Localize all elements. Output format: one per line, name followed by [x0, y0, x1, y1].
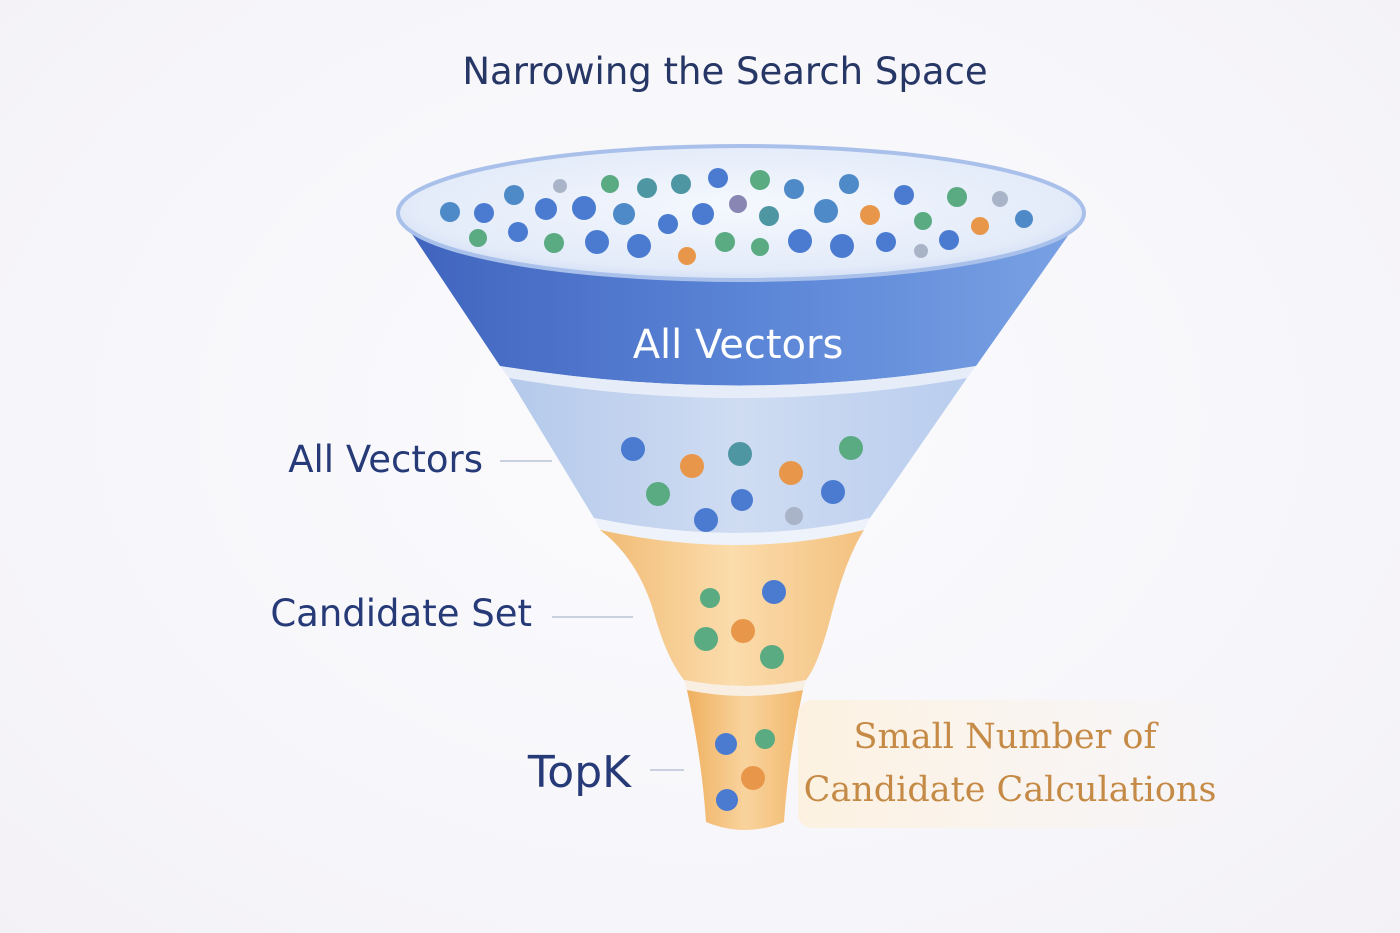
vector-dot [839, 436, 863, 460]
vector-dot [860, 205, 880, 225]
funnel-candidate-band [600, 530, 864, 686]
vector-dot [637, 178, 657, 198]
vector-dot [729, 195, 747, 213]
vector-dot [839, 174, 859, 194]
vector-dot [621, 437, 645, 461]
vector-dot [585, 230, 609, 254]
vector-dot [894, 185, 914, 205]
vector-dot [760, 645, 784, 669]
vector-dots-all [440, 168, 1033, 265]
vector-dot [700, 588, 720, 608]
vector-dot [692, 203, 714, 225]
vector-dot [755, 729, 775, 749]
vector-dot [627, 234, 651, 258]
vector-dot [814, 199, 838, 223]
vector-dot [971, 217, 989, 235]
vector-dot [1015, 210, 1033, 228]
vector-dot [741, 766, 765, 790]
vector-dot [553, 179, 567, 193]
vector-dot [474, 203, 494, 223]
funnel-separator [594, 518, 870, 545]
vector-dot [646, 482, 670, 506]
vector-dot [469, 229, 487, 247]
vector-dot [914, 212, 932, 230]
vector-dots-middle [621, 436, 863, 532]
vector-dot [914, 244, 928, 258]
funnel-rim [396, 144, 1086, 282]
funnel-topk-spout [687, 690, 803, 830]
vector-dot [535, 198, 557, 220]
vector-dot [728, 442, 752, 466]
diagram-title: Narrowing the Search Space [462, 50, 987, 93]
vector-dot [939, 230, 959, 250]
stage-label-all-vectors: All Vectors [288, 438, 483, 481]
vector-dot [784, 179, 804, 199]
note-line-1: Small Number of [854, 717, 1160, 757]
vector-dot [821, 480, 845, 504]
vector-dot [731, 619, 755, 643]
vector-dot [680, 454, 704, 478]
vector-dot [504, 185, 524, 205]
vector-dot [992, 191, 1008, 207]
note-background [798, 700, 1228, 828]
vector-dot [779, 461, 803, 485]
vector-dot [715, 733, 737, 755]
vector-dot [751, 238, 769, 256]
top-band-label: All Vectors [633, 322, 844, 368]
vector-dot [572, 196, 596, 220]
vector-dot [658, 214, 678, 234]
vector-dots-candidate [694, 580, 786, 669]
vector-dot [762, 580, 786, 604]
vector-dot [876, 232, 896, 252]
vector-dot [785, 507, 803, 525]
vector-dot [750, 170, 770, 190]
vector-dot [715, 232, 735, 252]
vector-dot [759, 206, 779, 226]
vector-dot [613, 203, 635, 225]
vector-dot [508, 222, 528, 242]
stage-label-candidate-set: Candidate Set [270, 592, 532, 635]
funnel-separator [500, 366, 976, 398]
vector-dot [694, 627, 718, 651]
note-line-2: Candidate Calculations [804, 770, 1217, 810]
vector-dot [947, 187, 967, 207]
vector-dot [671, 174, 691, 194]
vector-dot [544, 233, 564, 253]
vector-dot [788, 229, 812, 253]
stage-label-topk: TopK [527, 747, 632, 798]
vector-dot [716, 789, 738, 811]
vector-dot [678, 247, 696, 265]
vector-dot [830, 234, 854, 258]
vector-dots-topk [715, 729, 775, 811]
vector-dot [601, 175, 619, 193]
vector-dot [731, 489, 753, 511]
funnel-separator [684, 680, 806, 696]
vector-dot [708, 168, 728, 188]
vector-dot [440, 202, 460, 222]
vector-dot [694, 508, 718, 532]
